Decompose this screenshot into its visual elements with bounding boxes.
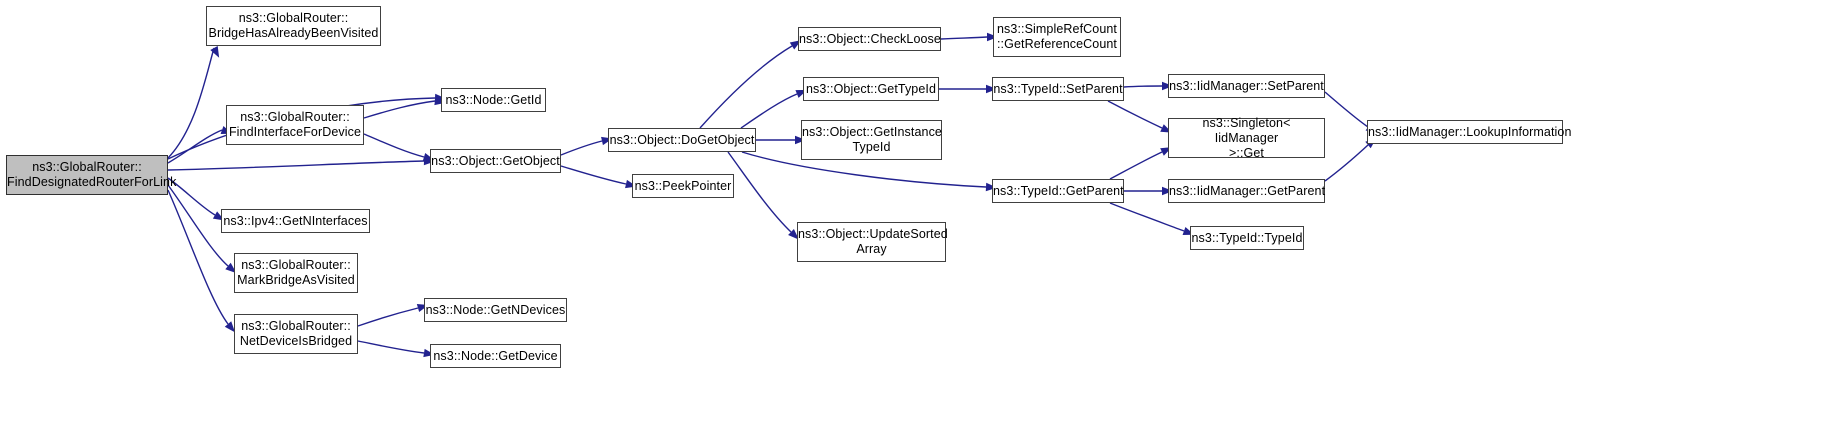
graph-node[interactable]: ns3::Node::GetDevice [430,344,561,368]
graph-edge [1107,100,1163,129]
graph-edge [357,307,419,327]
graph-node[interactable]: ns3::Object::GetInstance TypeId [801,120,942,160]
graph-node-label: ns3::Singleton< IidManager >::Get [1202,115,1291,160]
graph-edge [1324,91,1369,128]
graph-node[interactable]: ns3::Node::GetNDevices [424,298,567,322]
graph-node[interactable]: ns3::GlobalRouter:: BridgeHasAlreadyBeen… [206,6,381,46]
graph-edge [1109,202,1185,232]
graph-node-label: ns3::GlobalRouter:: BridgeHasAlreadyBeen… [208,11,379,40]
graph-node-label: ns3::GlobalRouter:: NetDeviceIsBridged [239,319,353,348]
graph-node-label: ns3::SimpleRefCount ::GetReferenceCount [996,22,1118,51]
graph-node-label: ns3::GlobalRouter:: FindDesignatedRouter… [7,160,177,189]
graph-node-label: ns3::Object::UpdateSorted Array [798,227,948,256]
graph-node[interactable]: ns3::SimpleRefCount ::GetReferenceCount [993,17,1121,57]
graph-node[interactable]: ns3::Ipv4::GetNInterfaces [221,209,370,233]
graph-node[interactable]: ns3::GlobalRouter:: FindInterfaceForDevi… [226,105,364,145]
graph-node-label: ns3::Object::GetTypeId [805,81,937,96]
graph-node-label: ns3::Ipv4::GetNInterfaces [223,213,368,228]
graph-node[interactable]: ns3::PeekPointer [632,174,734,198]
graph-node-label: ns3::Object::GetInstance TypeId [802,125,942,154]
graph-node-label: ns3::GlobalRouter:: FindInterfaceForDevi… [228,110,362,139]
graph-node-label: ns3::TypeId::GetParent [993,183,1124,198]
graph-node[interactable]: ns3::TypeId::GetParent [992,179,1124,203]
graph-edge [167,160,425,171]
graph-node[interactable]: ns3::Object::GetTypeId [803,77,939,101]
graph-edge [940,36,988,40]
graph-edge [167,129,223,164]
graph-edge [363,133,425,158]
graph-node[interactable]: ns3::Object::DoGetObject [608,128,756,152]
graph-node-label: ns3::Node::GetDevice [433,348,558,363]
graph-edge [740,93,798,129]
graph-node-label: ns3::IidManager::LookupInformation [1368,124,1572,139]
graph-node[interactable]: ns3::Object::UpdateSorted Array [797,222,948,262]
graph-node-label: ns3::PeekPointer [634,178,732,193]
graph-node[interactable]: ns3::TypeId::TypeId [1190,226,1304,250]
graph-node-label: ns3::TypeId::SetParent [993,81,1123,96]
graph-edge [1123,85,1163,88]
graph-edge [1324,144,1369,182]
graph-node[interactable]: ns3::Node::GetId [441,88,546,112]
graph-node-label: ns3::Object::GetObject [431,153,560,168]
graph-edge [727,151,792,233]
graph-node[interactable]: ns3::IidManager::LookupInformation [1367,120,1572,144]
graph-node[interactable]: ns3::IidManager::SetParent [1168,74,1325,98]
graph-node[interactable]: ns3::GlobalRouter:: MarkBridgeAsVisited [234,253,358,293]
graph-node-label: ns3::IidManager::GetParent [1169,183,1326,198]
graph-node[interactable]: ns3::GlobalRouter:: NetDeviceIsBridged [234,314,358,354]
graph-edge [560,140,603,156]
graph-edge [1109,151,1163,180]
graph-edge [363,100,436,119]
graph-node-label: ns3::GlobalRouter:: MarkBridgeAsVisited [237,258,355,287]
graph-node-label: ns3::IidManager::SetParent [1169,78,1324,93]
graph-node[interactable]: ns3::Object::CheckLoose [798,27,941,51]
graph-edge [699,45,793,129]
graph-node-label: ns3::Node::GetNDevices [425,302,566,317]
graph-node-label: ns3::Object::CheckLoose [799,31,941,46]
graph-node-label: ns3::Node::GetId [445,92,542,107]
graph-edge [560,165,627,185]
graph-node[interactable]: ns3::IidManager::GetParent [1168,179,1325,203]
graph-node-label: ns3::Object::DoGetObject [609,132,755,147]
graph-node-root[interactable]: ns3::GlobalRouter:: FindDesignatedRouter… [6,155,177,195]
graph-node[interactable]: ns3::TypeId::SetParent [992,77,1124,101]
graph-edge [167,189,229,325]
graph-edge-arrowhead [210,46,220,58]
graph-node[interactable]: ns3::Singleton< IidManager >::Get [1168,115,1325,160]
graph-edge [357,340,425,354]
graph-node[interactable]: ns3::Object::GetObject [430,149,561,173]
graph-edge [167,47,215,159]
graph-node-label: ns3::TypeId::TypeId [1191,230,1303,245]
